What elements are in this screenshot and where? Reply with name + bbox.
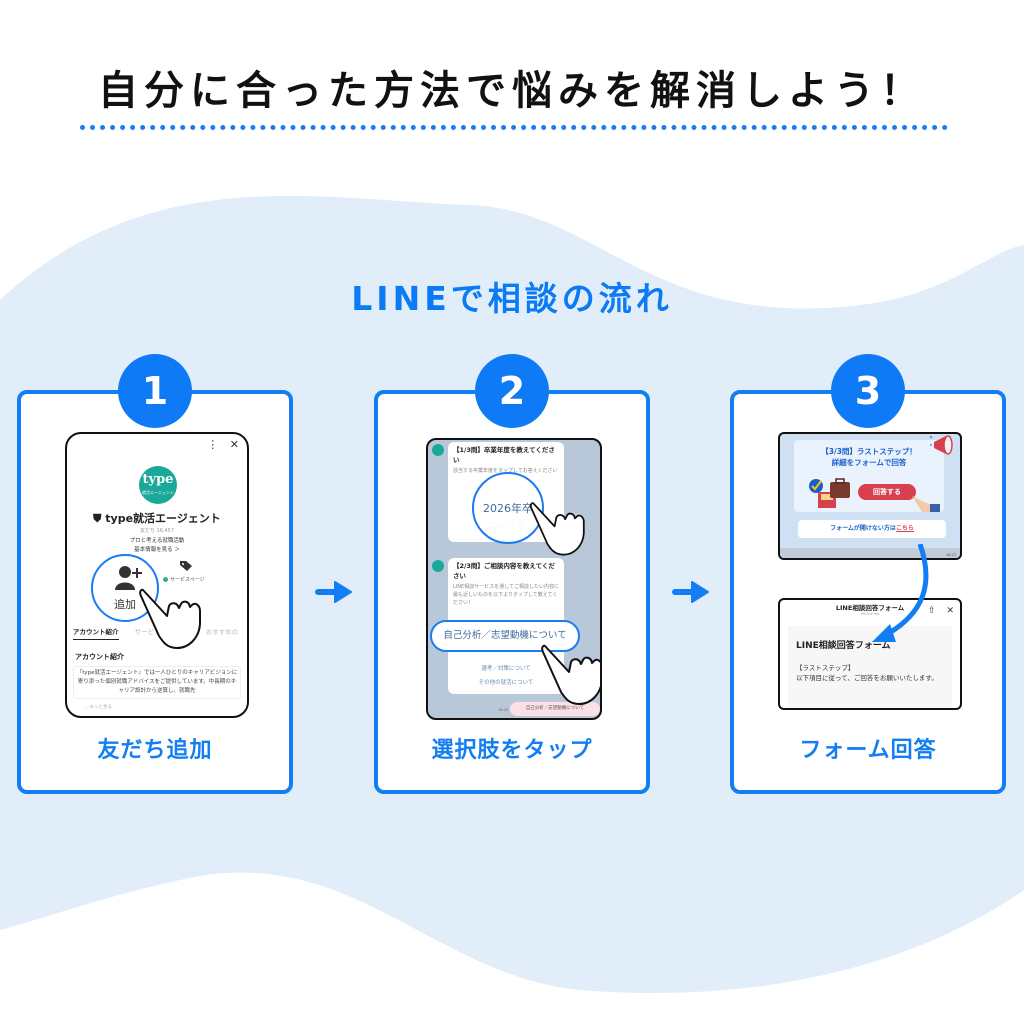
step-label: 友だち追加	[97, 738, 213, 763]
close-icon[interactable]: ✕	[229, 438, 239, 451]
form-instructions: 以下項目に従って、ご回答をお願いいたします。	[796, 674, 938, 682]
logo-subtext: 就活エージェント	[142, 490, 174, 495]
step-number-badge: 3	[831, 354, 905, 428]
fallback-link[interactable]: こちら	[895, 525, 914, 532]
service-page-link[interactable]: サービスページ	[163, 576, 205, 583]
tag-icon	[180, 561, 192, 571]
step-card-1: 1 ⋮ ✕ type 就活エージェント ⛊ type就活エージェント 友だち 1…	[17, 354, 293, 794]
curved-arrow-icon	[872, 544, 929, 642]
share-icon[interactable]: ⇧	[928, 606, 936, 616]
arrow-right-icon	[315, 581, 352, 603]
tab-recommended[interactable]: おすすめの	[205, 628, 239, 636]
line-chat-screen: 【1/3問】卒業年度を教えてください 該当する卒業年度をタップしてお答えください…	[426, 438, 602, 720]
form-header-icons: ⇧ ✕	[920, 606, 954, 616]
add-button-label: 追加	[114, 598, 136, 611]
question-2-title: 【2/3問】ご相談内容を教えてください	[453, 562, 555, 580]
section-subtitle: LINEで相談の流れ	[351, 279, 673, 318]
tab-account-intro[interactable]: アカウント紹介	[73, 628, 119, 640]
tagline-text: プロと考える就職活動	[129, 538, 185, 544]
option-2026-button[interactable]: 2026年卒	[472, 472, 544, 544]
page-title: 自分に合った方法で悩みを解消しよう！	[98, 68, 926, 114]
title-divider	[80, 125, 948, 130]
tapping-hand-icon	[912, 496, 940, 512]
account-logo: type 就活エージェント	[139, 466, 177, 504]
shield-icon: ⛊	[93, 512, 102, 525]
form-url: liff.line.me	[860, 612, 880, 616]
answer-button[interactable]: 回答する	[858, 484, 916, 500]
bot-avatar	[432, 560, 444, 572]
close-icon[interactable]: ✕	[946, 606, 954, 616]
promo-card: 【3/3問】ラストステップ！ 詳細をフォームで回答 回答する	[794, 440, 944, 512]
service-page-label: サービスページ	[170, 577, 205, 583]
option-2026-label: 2026年卒	[483, 502, 533, 515]
step-number-badge: 2	[475, 354, 549, 428]
account-tagline: プロと考える就職活動 基本情報を見る ＞	[67, 537, 247, 555]
form-header-title: LINE相談回答フォーム	[835, 604, 905, 612]
promo-title: 【3/3問】ラストステップ！ 詳細をフォームで回答	[794, 446, 944, 468]
megaphone-icon	[930, 435, 953, 455]
screen-top-icons: ⋮ ✕	[199, 438, 239, 451]
option-other[interactable]: その他の就活について	[478, 680, 534, 686]
promo-title-line2: 詳細をフォームで回答	[831, 458, 907, 467]
more-icon[interactable]: ⋮	[207, 438, 219, 451]
form-body: LINE相談回答フォーム 【ラストステップ】 以下項目に従って、ご回答をお願いい…	[788, 626, 952, 708]
pointing-hand-icon	[529, 502, 585, 556]
step-card-2: 2 【1/3問】卒業年度を教えてください 該当する卒業年度をタップしてお答えくだ…	[374, 354, 650, 794]
step-label: 選択肢をタップ	[431, 738, 593, 763]
briefcase-envelope-icon	[809, 478, 850, 508]
line-form-promo-screen: 【3/3問】ラストステップ！ 詳細をフォームで回答 回答する フ	[778, 432, 962, 560]
logo-text: type	[142, 472, 174, 487]
step-card-3: 3 【3/3問】ラストステップ！ 詳細をフォームで回答 回答する	[730, 354, 1006, 794]
tab-service[interactable]: サービス	[134, 628, 161, 636]
timestamp: 18:20	[498, 708, 509, 712]
step-number-badge: 1	[118, 354, 192, 428]
question-1-sub: 該当する卒業年度をタップしてお答えください	[453, 468, 558, 474]
question-2-sub: LINE相談サービスを通してご相談したい内容に最も近しいものを以下よりタップして…	[453, 584, 560, 606]
pointing-hand-icon	[541, 644, 600, 705]
basic-info-link[interactable]: 基本情報を見る ＞	[134, 547, 180, 553]
add-user-icon	[115, 566, 142, 590]
account-name-text: type就活エージェント	[105, 512, 221, 525]
fallback-text: フォームが開けない方は	[830, 525, 896, 532]
question-1-title: 【1/3問】卒業年度を教えてください	[453, 446, 555, 464]
line-account-screen: ⋮ ✕ type 就活エージェント ⛊ type就活エージェント 友だち 16,…	[65, 432, 249, 718]
account-description: 『type就活エージェント』では一人ひとりのキャリアビジョンに寄り添った個別就職…	[73, 666, 241, 699]
section-title: アカウント紹介	[75, 653, 124, 661]
option-selection[interactable]: 選考／対策について	[481, 666, 531, 672]
more-link[interactable]: …もっと見る	[85, 705, 112, 710]
account-name: ⛊ type就活エージェント	[67, 510, 247, 526]
status-dot	[163, 577, 168, 582]
user-reply-bubble: 自己分析／志望動機について	[510, 702, 600, 716]
step-label: フォーム回答	[799, 738, 937, 763]
pointing-hand-icon	[139, 588, 201, 649]
chat-bottom-bar	[780, 548, 960, 558]
option-self-analysis-button[interactable]: 自己分析／志望動機について	[430, 620, 580, 652]
form-title: LINE相談回答フォーム	[796, 641, 891, 651]
form-step: 【ラストステップ】	[796, 664, 855, 672]
friends-count: 友だち 16,457	[139, 528, 175, 534]
line-form-screen: LINE相談回答フォーム liff.line.me ⇧ ✕ LINE相談回答フォ…	[778, 598, 962, 710]
timestamp: 18:23	[945, 553, 956, 557]
promo-title-line1: 【3/3問】ラストステップ！	[821, 447, 917, 456]
arrow-right-icon	[672, 581, 709, 603]
bot-avatar	[432, 444, 444, 456]
form-fallback-link: フォームが開けない方はこちら	[798, 520, 946, 538]
